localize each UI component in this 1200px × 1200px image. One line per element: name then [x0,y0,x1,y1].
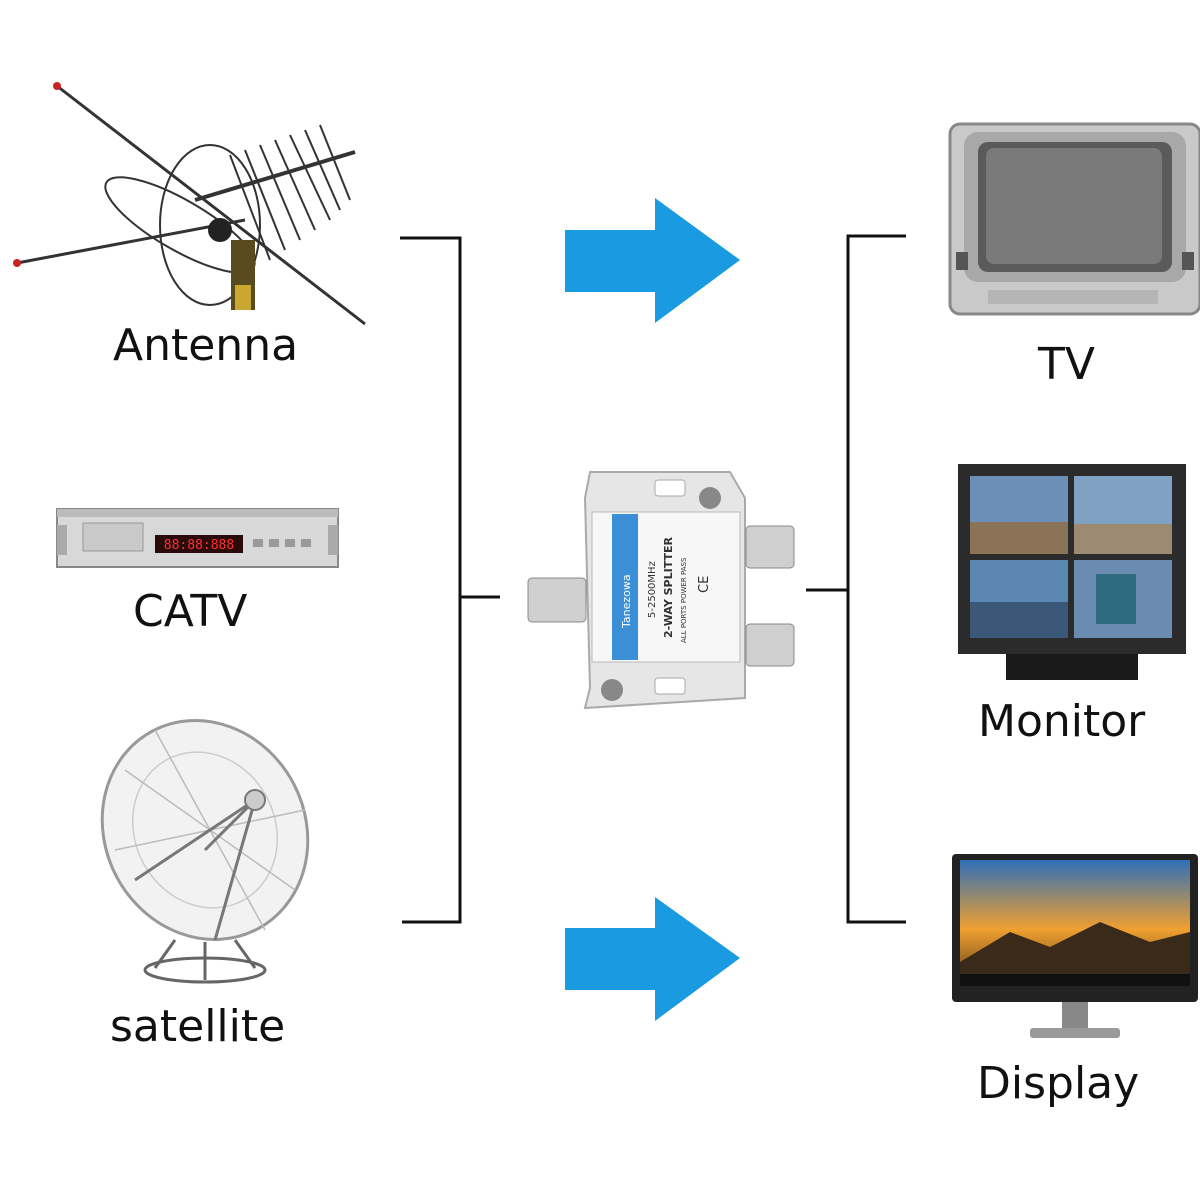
right-bracket-line [846,234,906,924]
splitter-brand: Tanezowa [620,574,633,629]
left-bracket-line [400,236,462,924]
source-label-satellite: satellite [110,1001,286,1052]
dest-label-display: Display [977,1058,1140,1109]
top-arrow [565,198,740,323]
source-label-catv: CATV [133,586,248,637]
splitter-freq: 5-2500MHz [647,561,658,618]
satellite-dish-icon [100,719,310,984]
crt-tv-icon [948,122,1200,316]
splitter-model: 2-WAY SPLITTER [662,537,675,638]
splitter-icon: Tanezowa 5-2500MHz 2-WAY SPLITTER ALL PO… [527,471,795,710]
bottom-arrow [565,897,740,1021]
dest-label-tv: TV [1038,339,1095,390]
antenna-icon [13,82,366,326]
display-icon [952,854,1198,1038]
source-label-antenna: Antenna [113,320,299,371]
splitter-note: ALL PORTS POWER PASS [680,557,688,643]
catv-display-text: 88:88:888 [164,538,234,553]
catv-receiver-icon: 88:88:888 [56,508,339,568]
dest-label-monitor: Monitor [978,696,1146,747]
monitor-icon [958,464,1186,680]
splitter-ce-mark: CE [697,576,712,593]
